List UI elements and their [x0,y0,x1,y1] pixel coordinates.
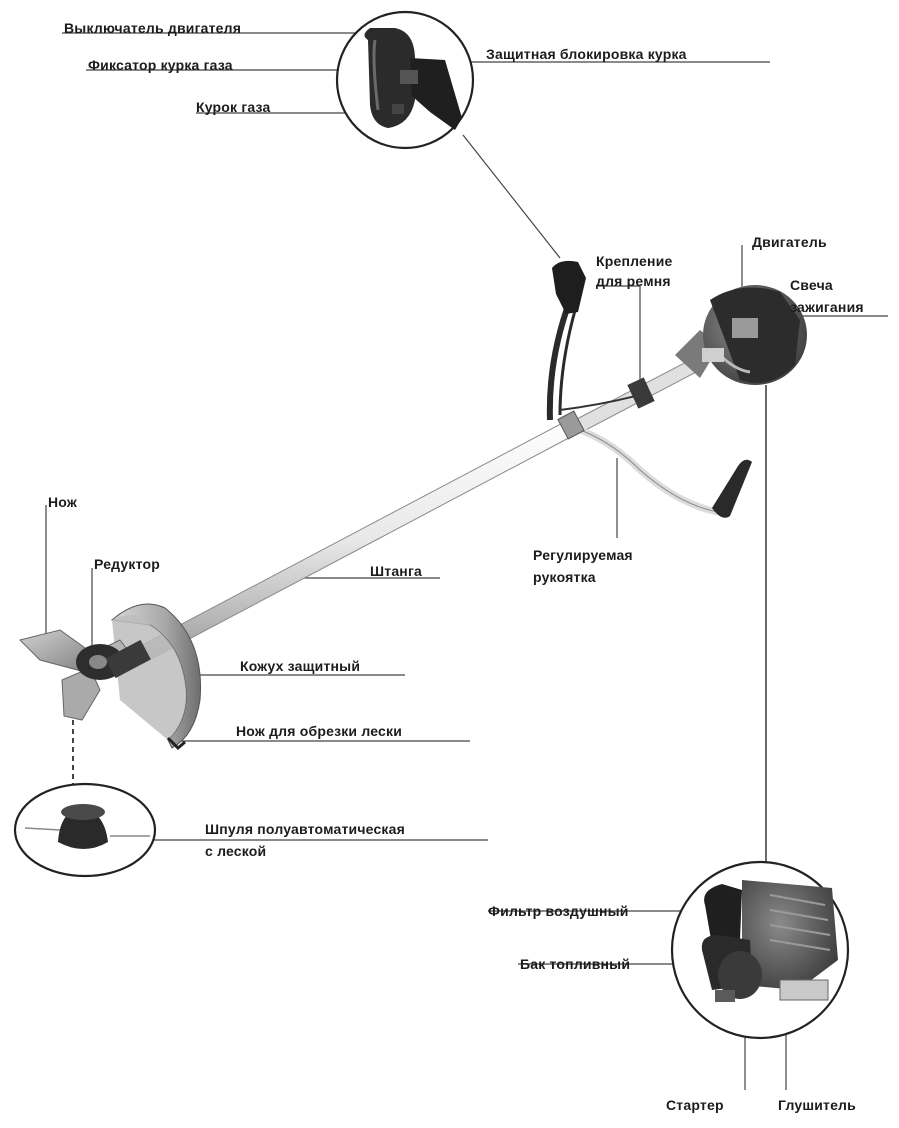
label-spool-line2: с леской [205,843,267,859]
label-strap-mount-line1: Крепление [596,253,673,269]
label-throttle-lock: Фиксатор курка газа [88,57,233,73]
label-engine-switch: Выключатель двигателя [64,20,242,36]
label-spool-line1: Шпуля полуавтоматическая [205,821,405,837]
label-air-filter: Фильтр воздушный [488,903,629,919]
label-adjustable-handle-line1: Регулируемая [533,547,633,563]
label-blade: Нож [48,494,78,510]
handle-detail [335,10,475,150]
engine [675,285,807,385]
label-spark-plug-line2: зажигания [790,299,864,315]
label-muffler: Глушитель [778,1097,856,1113]
label-adjustable-handle-line2: рукоятка [533,569,596,585]
leader-lines [45,32,888,1090]
label-spark-plug-line1: Свеча [790,277,833,293]
label-trigger-safety-lock: Защитная блокировка курка [486,46,687,62]
shaft [123,357,701,665]
adjustable-handle [557,410,752,518]
label-throttle-trigger: Курок газа [196,99,271,115]
throttle-handle [546,260,655,421]
engine-detail [670,860,850,1040]
label-guard: Кожух защитный [240,658,361,674]
label-gearbox: Редуктор [94,556,161,572]
label-engine: Двигатель [752,234,827,250]
label-shaft: Штанга [370,563,422,579]
label-line-cutter: Нож для обрезки лески [236,723,403,739]
label-starter: Стартер [666,1097,724,1113]
spool-detail [13,782,157,878]
label-strap-mount-line2: для ремня [596,273,671,289]
label-fuel-tank: Бак топливный [520,956,631,972]
cutting-head [19,603,202,751]
